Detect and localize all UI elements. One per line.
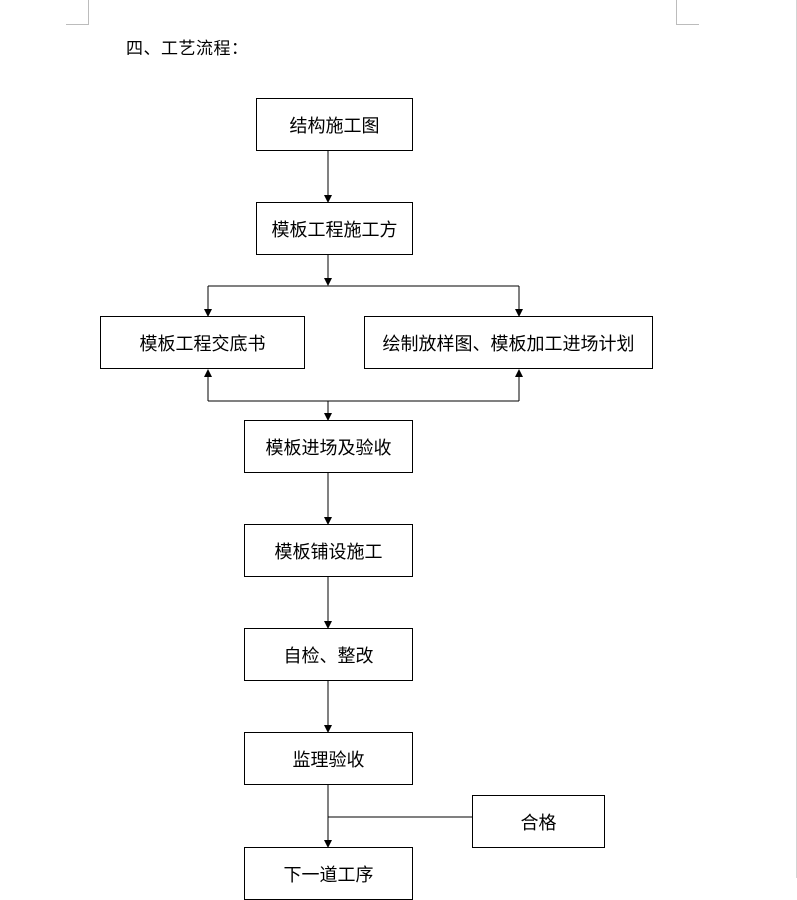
section-heading: 四、工艺流程： — [126, 39, 249, 59]
node-self-check: 自检、整改 — [244, 628, 413, 681]
crop-mark-top-left — [66, 0, 89, 25]
node-formwork-disclosure: 模板工程交底书 — [100, 316, 305, 369]
node-next-process: 下一道工序 — [244, 847, 413, 900]
document-page: 四、工艺流程： 结构施工图 模板工程施工方 模板工程交底书 绘制放样图、模板加工… — [66, 0, 797, 900]
node-formwork-plan: 模板工程施工方 — [256, 202, 413, 255]
node-entry-acceptance: 模板进场及验收 — [244, 420, 413, 473]
node-structure-drawing: 结构施工图 — [256, 98, 413, 151]
node-layout-drawing-plan: 绘制放样图、模板加工进场计划 — [364, 316, 653, 369]
flowchart-connectors — [204, 151, 523, 848]
node-laying-construction: 模板铺设施工 — [244, 524, 413, 577]
node-supervision-acceptance: 监理验收 — [244, 732, 413, 785]
crop-mark-top-right — [676, 0, 699, 25]
node-qualified: 合格 — [472, 795, 605, 848]
